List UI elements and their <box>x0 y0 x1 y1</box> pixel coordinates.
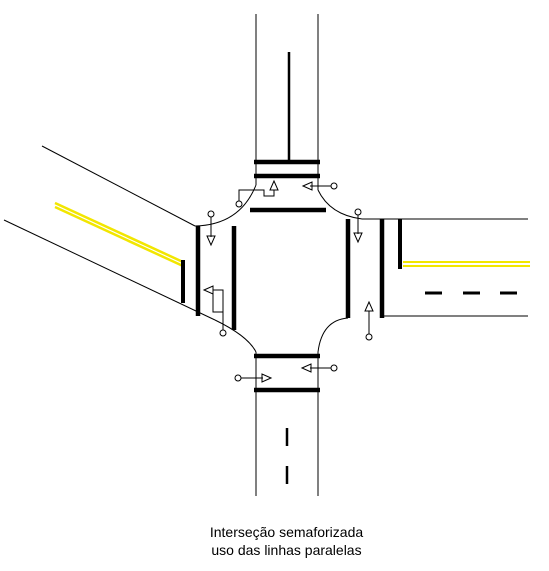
ped-signal-west-bottom <box>202 285 227 337</box>
curb-northeast <box>317 189 363 220</box>
curb-southeast <box>317 317 349 353</box>
south-road <box>255 352 319 496</box>
west-road <box>3 145 216 321</box>
ped-signal-east-bottom <box>364 300 374 341</box>
curb-southwest <box>214 319 257 353</box>
west-yellow-line <box>54 201 184 268</box>
corner-curbs <box>194 184 363 353</box>
north-crosswalk <box>250 159 326 213</box>
ped-signal-south-left <box>234 373 273 383</box>
west-crosswalk <box>195 226 237 330</box>
south-crosswalk <box>254 353 320 393</box>
ped-signal-west-top <box>206 210 216 247</box>
ped-signal-north-right <box>301 181 338 191</box>
caption-line-2: uso das linhas paralelas <box>211 542 362 558</box>
curb-northwest <box>194 184 257 227</box>
ped-signal-east-top <box>353 208 363 244</box>
east-road <box>362 218 528 317</box>
caption-line-1: Interseção semaforizada <box>209 524 364 540</box>
ped-signal-south-right <box>300 363 338 373</box>
ped-signal-north-left <box>235 179 279 208</box>
pedestrian-signals <box>202 179 374 383</box>
east-crosswalk <box>345 219 385 318</box>
intersection-diagram <box>3 14 530 496</box>
east-yellow-line <box>403 261 530 267</box>
